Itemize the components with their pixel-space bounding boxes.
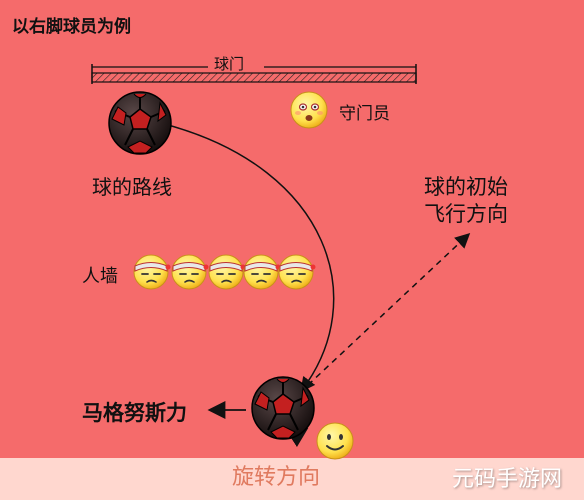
wall-player-face-icon bbox=[171, 254, 209, 290]
wall-label: 人墙 bbox=[82, 266, 118, 287]
initial-direction-line-1: 球的初始 bbox=[424, 175, 508, 199]
initial-direction-label: 球的初始 飞行方向 bbox=[424, 174, 508, 228]
smiley-face-icon bbox=[290, 91, 328, 129]
goalkeeper-label: 守门员 bbox=[339, 104, 390, 124]
wall-player-face-icon bbox=[208, 254, 246, 290]
watermark-label: 元码手游网 bbox=[452, 467, 563, 492]
soccer-ball-icon bbox=[108, 91, 172, 155]
diagram-title: 以右脚球员为例 bbox=[12, 17, 131, 37]
initial-direction-line-2: 飞行方向 bbox=[424, 202, 508, 226]
wall-player-face-icon bbox=[278, 254, 316, 290]
initial-direction-arrow bbox=[307, 232, 471, 386]
goal-label: 球门 bbox=[214, 55, 245, 73]
wall-player-face-icon bbox=[243, 254, 281, 290]
magnus-force-label: 马格努斯力 bbox=[82, 401, 187, 425]
goal bbox=[91, 64, 417, 84]
wall-group bbox=[133, 254, 316, 290]
spin-direction-label: 旋转方向 bbox=[232, 465, 321, 490]
ball-path-curve bbox=[167, 124, 335, 393]
bottom-band bbox=[0, 458, 584, 500]
smiley-face-icon bbox=[316, 422, 354, 460]
ball-path-label: 球的路线 bbox=[92, 175, 172, 199]
wall-player-face-icon bbox=[133, 254, 171, 290]
soccer-ball-icon bbox=[251, 376, 315, 440]
